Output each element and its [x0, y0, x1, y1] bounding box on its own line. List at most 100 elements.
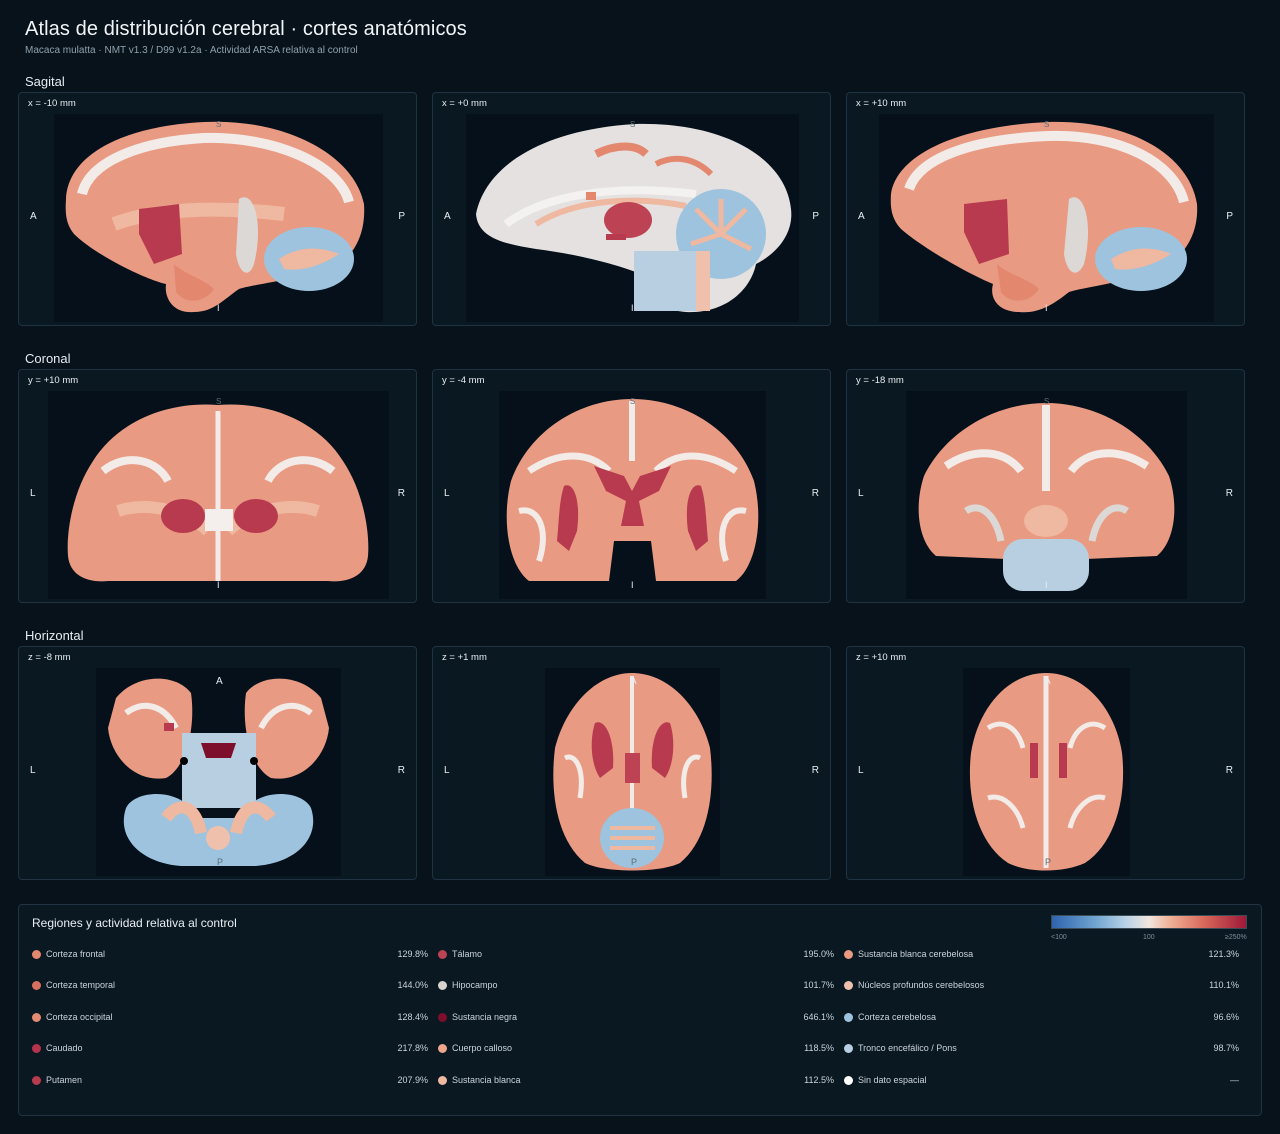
- legend-region-name: Corteza frontal: [46, 949, 106, 959]
- legend-region-name: Tronco encefálico / Pons: [858, 1043, 957, 1053]
- legend-region-value: 121.3%: [1208, 949, 1239, 959]
- slice-image-sagital-2: [466, 114, 799, 322]
- slice-panel-horizontal-1[interactable]: z = -8 mm A L R P: [18, 646, 417, 880]
- slice-coordinate: z = -8 mm: [28, 652, 71, 663]
- orientation-posterior: P: [1226, 211, 1233, 222]
- legend-region-value: 217.8%: [397, 1043, 428, 1053]
- colorbar-min-label: <100: [1051, 934, 1067, 941]
- slice-coordinate: x = +0 mm: [442, 98, 487, 109]
- slice-coordinate: y = -18 mm: [856, 375, 904, 386]
- legend-region-name: Caudado: [46, 1043, 83, 1053]
- legend-region-name: Corteza occipital: [46, 1012, 113, 1022]
- legend-region-value: 646.1%: [803, 1012, 834, 1022]
- orientation-right: R: [397, 765, 405, 776]
- orientation-left: L: [444, 488, 450, 499]
- orientation-left: L: [444, 765, 450, 776]
- legend-item: Tronco encefálico / Pons 98.7%: [844, 1042, 1239, 1056]
- slice-panel-sagital-1[interactable]: x = -10 mm S A P I: [18, 92, 417, 326]
- slice-coordinate: x = +10 mm: [856, 98, 907, 109]
- section-label-coronal: Coronal: [25, 351, 71, 366]
- slice-panel-coronal-1[interactable]: y = +10 mm S L R I: [18, 369, 417, 603]
- legend-swatch: [844, 981, 853, 990]
- legend-swatch: [438, 981, 447, 990]
- slice-panel-sagital-2[interactable]: x = +0 mm S A P I: [432, 92, 831, 326]
- orientation-inferior: I: [217, 580, 220, 590]
- orientation-posterior: P: [1045, 857, 1052, 867]
- orientation-anterior: A: [30, 211, 37, 222]
- legend-swatch: [844, 1044, 853, 1053]
- legend-swatch: [438, 950, 447, 959]
- orientation-anterior: A: [444, 211, 451, 222]
- legend-panel: Regiones y actividad relativa al control…: [18, 904, 1262, 1116]
- orientation-superior: S: [216, 397, 222, 406]
- legend-item: Hipocampo 101.7%: [438, 979, 834, 993]
- colorbar-max-label: ≥250%: [1225, 934, 1247, 941]
- section-label-horizontal: Horizontal: [25, 628, 84, 643]
- legend-region-name: Hipocampo: [452, 980, 498, 990]
- orientation-left: L: [858, 765, 864, 776]
- slice-coordinate: x = -10 mm: [28, 98, 76, 109]
- legend-region-name: Corteza cerebelosa: [858, 1012, 937, 1022]
- colorbar: [1051, 915, 1247, 929]
- orientation-inferior: I: [1045, 303, 1048, 313]
- slice-image-sagital-3: [879, 114, 1214, 322]
- legend-region-value: 101.7%: [803, 980, 834, 990]
- legend-region-value: 129.8%: [397, 949, 428, 959]
- orientation-anterior: A: [216, 676, 223, 687]
- legend-region-name: Tálamo: [452, 949, 483, 959]
- legend-region-value: 112.5%: [804, 1075, 834, 1085]
- slice-image-coronal-2: [499, 391, 766, 599]
- orientation-posterior: P: [398, 211, 405, 222]
- legend-swatch: [438, 1076, 447, 1085]
- orientation-posterior: P: [631, 857, 638, 867]
- legend-swatch: [32, 981, 41, 990]
- legend-region-value: 118.5%: [804, 1043, 834, 1053]
- slice-panel-sagital-3[interactable]: x = +10 mm S A P I: [846, 92, 1245, 326]
- legend-swatch: [844, 1076, 853, 1085]
- slice-panel-coronal-2[interactable]: y = -4 mm S L R I: [432, 369, 831, 603]
- slice-image-coronal-3: [906, 391, 1187, 599]
- orientation-right: R: [811, 765, 819, 776]
- slice-panel-horizontal-2[interactable]: z = +1 mm A L R P: [432, 646, 831, 880]
- orientation-superior: S: [630, 397, 636, 406]
- orientation-inferior: I: [217, 303, 220, 313]
- legend-region-value: 207.9%: [397, 1075, 428, 1085]
- orientation-right: R: [1225, 765, 1233, 776]
- legend-swatch: [844, 950, 853, 959]
- orientation-anterior: A: [1044, 676, 1051, 687]
- slice-image-sagital-1: [54, 114, 383, 322]
- slice-image-horizontal-2: [545, 668, 720, 876]
- orientation-inferior: I: [631, 580, 634, 590]
- legend-region-name: Corteza temporal: [46, 980, 116, 990]
- orientation-left: L: [858, 488, 864, 499]
- orientation-inferior: I: [1045, 580, 1048, 590]
- slice-panel-coronal-3[interactable]: y = -18 mm S L R I: [846, 369, 1245, 603]
- page-subtitle: Macaca mulatta · NMT v1.3 / D99 v1.2a · …: [25, 45, 358, 56]
- orientation-right: R: [811, 488, 819, 499]
- slice-image-horizontal-3: [963, 668, 1130, 876]
- orientation-anterior: A: [630, 676, 637, 687]
- slice-coordinate: y = -4 mm: [442, 375, 485, 386]
- legend-region-name: Núcleos profundos cerebelosos: [858, 980, 985, 990]
- legend-region-value: —: [1230, 1075, 1239, 1085]
- legend-item: Caudado 217.8%: [32, 1042, 428, 1056]
- orientation-superior: S: [216, 120, 222, 129]
- legend-region-value: 110.1%: [1209, 980, 1239, 990]
- orientation-right: R: [397, 488, 405, 499]
- legend-region-value: 98.7%: [1213, 1043, 1239, 1053]
- orientation-right: R: [1225, 488, 1233, 499]
- orientation-superior: S: [630, 120, 636, 129]
- legend-swatch: [844, 1013, 853, 1022]
- legend-swatch: [32, 1076, 41, 1085]
- legend-item: Sin dato espacial—: [844, 1074, 1239, 1088]
- slice-panel-horizontal-3[interactable]: z = +10 mm A L R P: [846, 646, 1245, 880]
- orientation-posterior: P: [217, 857, 224, 867]
